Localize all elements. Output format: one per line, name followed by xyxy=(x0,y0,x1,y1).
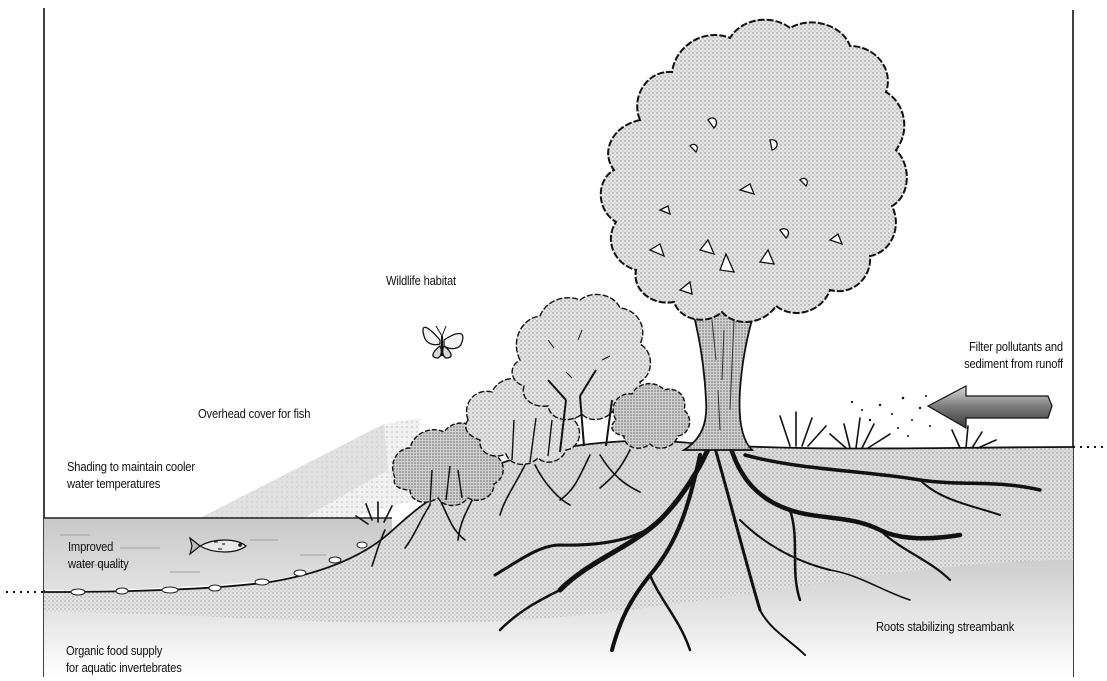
label-organic-food: Organic food supply for aquatic inverteb… xyxy=(66,642,182,676)
label-shading: Shading to maintain cooler water tempera… xyxy=(67,458,195,492)
label-filter-line1: Filter pollutants and xyxy=(964,338,1063,355)
label-organic-line1: Organic food supply xyxy=(66,642,182,659)
label-filter-line2: sediment from runoff xyxy=(964,355,1063,372)
label-roots-text: Roots stabilizing streambank xyxy=(876,618,1014,635)
tree-crown xyxy=(601,20,907,322)
label-overhead-cover: Overhead cover for fish xyxy=(198,405,310,422)
label-water-quality-line2: water quality xyxy=(68,555,129,572)
label-roots-stabilizing: Roots stabilizing streambank xyxy=(876,618,1014,635)
label-shading-line1: Shading to maintain cooler xyxy=(67,458,195,475)
runoff-arrow-icon xyxy=(928,386,1052,428)
butterfly-icon xyxy=(423,326,463,358)
label-overhead-cover-text: Overhead cover for fish xyxy=(198,405,310,422)
label-organic-line2: for aquatic invertebrates xyxy=(66,659,182,676)
label-water-quality-line1: Improved xyxy=(68,538,129,555)
label-improved-water-quality: Improved water quality xyxy=(68,538,129,572)
label-shading-line2: water temperatures xyxy=(67,475,195,492)
runoff-sediment xyxy=(851,395,931,437)
label-filter-pollutants: Filter pollutants and sediment from runo… xyxy=(964,338,1063,372)
label-wildlife-habitat: Wildlife habitat xyxy=(386,272,456,289)
label-wildlife-habitat-text: Wildlife habitat xyxy=(386,272,456,289)
